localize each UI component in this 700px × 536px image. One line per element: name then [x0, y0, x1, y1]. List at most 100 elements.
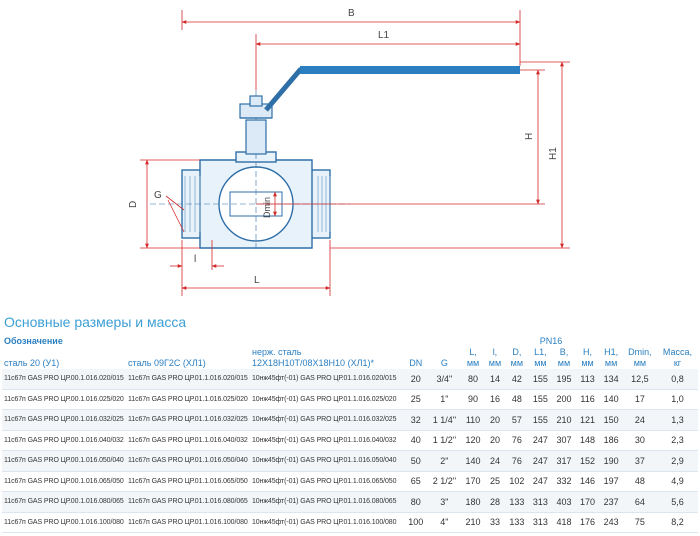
dim-label-L1: L1	[378, 30, 390, 41]
cell-Dmin: 37	[622, 450, 657, 471]
valve-handle	[264, 66, 520, 112]
cell-L1: 247	[532, 435, 548, 446]
cell-H1: 150	[599, 409, 623, 430]
header-designation: Обозначение	[4, 336, 63, 346]
cell-s20: 11с67п GAS PRO ЦР.00.1.016.080/065	[2, 491, 126, 512]
cell-l: 20	[489, 435, 500, 446]
cell-B: 200	[556, 394, 572, 405]
table-row: 11с67п GAS PRO ЦР.00.1.016.065/050 11с67…	[2, 471, 698, 492]
cell-dn: 50	[404, 450, 428, 471]
cell-mass: 1,0	[671, 394, 684, 405]
cell-L: 210	[465, 517, 481, 528]
cell-l: 24	[484, 450, 506, 471]
cell-s20: 11с67п GAS PRO ЦР.00.1.016.032/025	[2, 409, 126, 430]
cell-H: 148	[580, 435, 596, 446]
table-row: 11с67п GAS PRO ЦР.00.1.016.050/040 11с67…	[2, 450, 698, 471]
cell-dn: 40	[410, 435, 421, 446]
cell-D: 76	[511, 435, 522, 446]
cell-L: 90	[468, 394, 479, 405]
dim-label-B: B	[348, 8, 355, 19]
cell-mass: 2,3	[671, 435, 684, 446]
dim-label-H1: H1	[548, 147, 559, 160]
table-row: 11с67п GAS PRO ЦР.00.1.016.020/015 11с67…	[2, 369, 698, 389]
cell-L: 140	[461, 450, 485, 471]
cell-L1: 155	[528, 409, 553, 430]
cell-dn: 65	[410, 476, 421, 487]
cell-Dmin: 17	[634, 394, 645, 405]
cell-g: 1 1/2"	[432, 435, 457, 446]
header-Dmin: Dmin,мм	[628, 347, 652, 368]
spec-table: Обозначение PN16 сталь 20 (У1) сталь 09Г…	[2, 336, 698, 533]
cell-H: 121	[575, 409, 600, 430]
section-title: Основные размеры и масса	[4, 314, 187, 330]
cell-s09: 11с67п GAS PRO ЦР.01.1.016.020/015	[126, 369, 250, 389]
cell-B: 317	[552, 450, 576, 471]
cell-l: 28	[484, 491, 506, 512]
cell-l: 20	[484, 409, 506, 430]
cell-Dmin: 48	[634, 476, 645, 487]
cell-D: 76	[505, 450, 529, 471]
dim-label-H: H	[524, 133, 535, 140]
cell-dn: 100	[408, 517, 424, 528]
cell-mass: 1,3	[656, 409, 698, 430]
cell-s09: 11с67п GAS PRO ЦР.01.1.016.080/065	[126, 491, 250, 512]
cell-D: 48	[511, 394, 522, 405]
cell-L: 180	[461, 491, 485, 512]
header-stainless-line1: нерж. сталь	[252, 347, 302, 357]
cell-dn: 80	[404, 491, 428, 512]
cell-B: 332	[556, 476, 572, 487]
cell-B: 195	[552, 369, 576, 389]
cell-H: 170	[575, 491, 600, 512]
cell-ss: 10нж45фт(-01) GAS PRO ЦР.01.1.016.032/02…	[250, 409, 404, 430]
cell-ss: 10нж45фт(-01) GAS PRO ЦР.01.1.016.050/04…	[250, 450, 404, 471]
cell-Dmin: 64	[622, 491, 657, 512]
cell-L1: 247	[532, 476, 548, 487]
cell-ss: 10нж45фт(-01) GAS PRO ЦР.01.1.016.020/01…	[250, 369, 404, 389]
table-header-row-1: Обозначение PN16	[2, 336, 698, 347]
cell-ss: 10нж45фт(-01) GAS PRO ЦР.01.1.016.080/06…	[250, 491, 404, 512]
cell-g: 1 1/4"	[427, 409, 462, 430]
cell-D: 42	[505, 369, 529, 389]
cell-dn: 25	[410, 394, 421, 405]
cell-D: 57	[505, 409, 529, 430]
cell-ss: 10нж45фт(-01) GAS PRO ЦР.01.1.016.100/08…	[252, 518, 397, 526]
table-row: 11с67п GAS PRO ЦР.00.1.016.040/032 11с67…	[2, 430, 698, 451]
header-H1: H1,мм	[604, 347, 619, 368]
cell-H1: 197	[603, 476, 619, 487]
cell-H1: 186	[603, 435, 619, 446]
dim-label-l: l	[194, 254, 196, 265]
dim-label-Dmin: Dmin	[262, 197, 272, 218]
cell-L1: 247	[528, 450, 553, 471]
cell-H1: 134	[599, 369, 623, 389]
table-row: 11с67п GAS PRO ЦР.00.1.016.080/065 11с67…	[2, 491, 698, 512]
table-row: 11с67п GAS PRO ЦР.00.1.016.032/025 11с67…	[2, 409, 698, 430]
cell-Dmin: 24	[622, 409, 657, 430]
cell-H: 152	[575, 450, 600, 471]
cell-s20: 11с67п GAS PRO ЦР.00.1.016.065/050	[4, 477, 124, 485]
header-g: G	[440, 358, 448, 368]
cell-Dmin: 12,5	[622, 369, 657, 389]
cell-s20: 11с67п GAS PRO ЦР.00.1.016.040/032	[4, 436, 124, 444]
cell-g: 3"	[427, 491, 462, 512]
header-steel09: сталь 09Г2С (ХЛ1)	[128, 358, 206, 368]
cell-L: 170	[465, 476, 481, 487]
cell-l: 14	[484, 369, 506, 389]
valve-stem	[239, 95, 273, 155]
cell-dn: 32	[404, 409, 428, 430]
cell-D: 133	[505, 491, 529, 512]
cell-l: 25	[489, 476, 500, 487]
cell-H1: 237	[599, 491, 623, 512]
header-stainless: нерж. сталь 12Х18Н10Т/08Х18Н10 (ХЛ1)*	[250, 347, 404, 369]
cell-Dmin: 75	[634, 517, 645, 528]
cell-H: 176	[580, 517, 596, 528]
cell-l: 33	[489, 517, 500, 528]
cell-s20: 11с67п GAS PRO ЦР.00.1.016.050/040	[2, 450, 126, 471]
header-steel20: сталь 20 (У1)	[4, 358, 60, 368]
cell-L: 120	[465, 435, 481, 446]
cell-s20: 11с67п GAS PRO ЦР.00.1.016.025/020	[4, 395, 124, 403]
cell-g: 1"	[440, 394, 449, 405]
cell-Dmin: 30	[634, 435, 645, 446]
cell-B: 210	[552, 409, 576, 430]
dim-label-D: D	[128, 201, 139, 208]
cell-L1: 155	[532, 394, 548, 405]
